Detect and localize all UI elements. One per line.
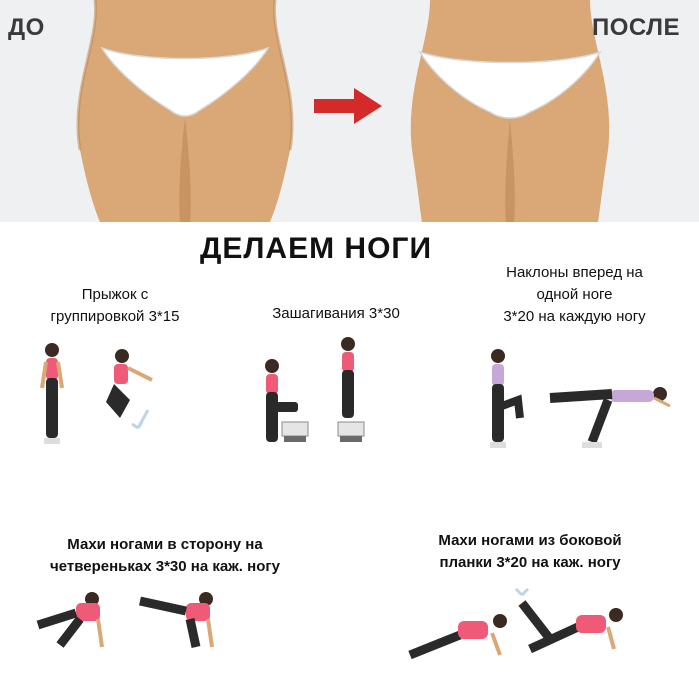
exercise-1-line1: Прыжок с	[81, 286, 149, 303]
before-label: ДО	[8, 14, 45, 41]
before-hips-illustration	[76, 0, 294, 222]
exercise-3-label: Наклоны вперед на одной ноге 3*20 на каж…	[452, 262, 697, 328]
exercise-2-label: Зашагивания 3*30	[236, 303, 436, 325]
exercise-1-line2: группировкой 3*15	[50, 308, 180, 325]
exercise-1-label: Прыжок с группировкой 3*15	[10, 284, 220, 328]
exercise-1-figures	[40, 343, 153, 444]
exercise-4-line2: четвереньках 3*30 на каж. ногу	[50, 558, 280, 575]
exercise-3-line2: одной ноге	[536, 286, 613, 303]
after-label: ПОСЛЕ	[592, 14, 680, 41]
exercise-5-label: Махи ногами из боковой планки 3*20 на ка…	[385, 530, 675, 574]
page-title: ДЕЛАЕМ НОГИ	[200, 232, 433, 265]
exercise-5-line1: Махи ногами из боковой	[438, 532, 622, 549]
exercise-4-line1: Махи ногами в сторону на	[67, 536, 263, 553]
exercise-5-line2: планки 3*20 на каж. ногу	[439, 554, 621, 571]
exercise-3-figures	[490, 349, 671, 448]
exercise-3-line3: 3*20 на каждую ногу	[503, 308, 646, 325]
exercise-2-figures	[265, 337, 365, 442]
arrow-right-icon	[314, 88, 382, 124]
exercise-4-figures	[36, 592, 214, 648]
exercise-4-label: Махи ногами в сторону на четвереньках 3*…	[0, 534, 330, 578]
exercise-3-line1: Наклоны вперед на	[506, 264, 643, 281]
exercise-5-figures	[408, 587, 623, 660]
after-hips-illustration	[410, 0, 610, 222]
exercise-2-line1: Зашагивания 3*30	[272, 305, 400, 322]
step-box-icon	[281, 421, 309, 442]
